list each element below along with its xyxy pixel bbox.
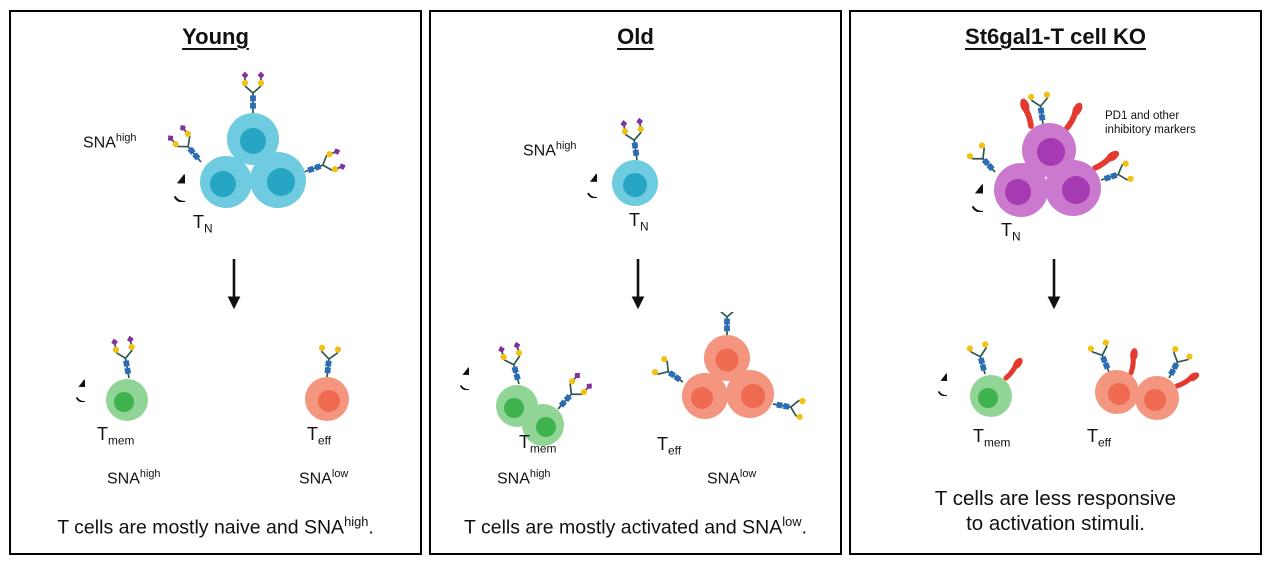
effector-t-cell-cluster — [1086, 337, 1219, 420]
panel-young: Young SNAhigh TN — [9, 10, 422, 555]
effector-t-cell — [704, 335, 750, 381]
tmem-label: Tmem — [519, 432, 557, 456]
self-renewal-arrow-icon — [59, 376, 85, 402]
memory-t-cell-figure — [965, 339, 1053, 417]
self-renewal-arrow-icon — [569, 170, 597, 198]
effector-t-cell — [682, 373, 728, 419]
effector-t-cell — [726, 370, 774, 418]
tn-label: TN — [1001, 220, 1021, 244]
asialo-glycan-icon — [715, 312, 739, 336]
pd1-marker-icon — [1093, 148, 1121, 171]
ko-naive-t-cell — [994, 163, 1048, 217]
memory-t-cell-figure — [106, 334, 148, 421]
tn-label: TN — [193, 212, 213, 236]
sna-high-label-mem: SNAhigh — [107, 468, 161, 488]
self-renewal-arrow-icon — [951, 180, 983, 212]
panel-title: St6gal1-T cell KO — [965, 24, 1146, 49]
asialo-glycan-icon — [965, 339, 997, 378]
sialylated-glycan-icon — [109, 334, 142, 381]
pd1-marker-icon — [1003, 356, 1024, 380]
naive-t-cell — [250, 152, 306, 208]
asialo-glycan-icon — [649, 353, 691, 392]
panel-old: Old SNAhigh TN T — [429, 10, 842, 555]
tmem-label: Tmem — [97, 424, 135, 448]
sialylated-glycan-icon — [240, 70, 266, 114]
sna-high-label-naive: SNAhigh — [83, 132, 137, 152]
asialo-glycan-icon — [315, 343, 343, 380]
naive-t-cell-cluster — [164, 70, 348, 208]
memory-t-cell — [106, 379, 148, 421]
effector-t-cell — [1135, 376, 1179, 420]
memory-t-cell-cluster — [496, 340, 596, 446]
teff-label: Teff — [657, 434, 681, 458]
self-renewal-arrow-icon — [153, 170, 185, 202]
teff-label: Teff — [1087, 426, 1111, 450]
effector-t-cell — [1095, 370, 1139, 414]
panel-title: Young — [182, 24, 249, 49]
sna-low-label-eff: SNAlow — [707, 468, 757, 488]
differentiation-arrow-icon — [1047, 259, 1061, 310]
sna-low-label-eff: SNAlow — [299, 468, 349, 488]
effector-t-cell — [305, 377, 349, 421]
memory-t-cell — [970, 375, 1012, 417]
panel-title: Old — [617, 24, 654, 49]
panel-caption: T cells are less responsive to activatio… — [934, 486, 1177, 536]
tn-label: TN — [629, 210, 649, 234]
pd1-marker-icon — [1128, 348, 1139, 374]
asialo-glycan-icon — [964, 140, 1005, 181]
ko-naive-t-cell — [1045, 160, 1101, 216]
naive-t-cell — [200, 156, 252, 208]
panel-caption: T cells are mostly activated and SNAlow. — [464, 513, 807, 539]
effector-t-cell-figure — [305, 343, 349, 421]
panel-st6gal1-ko: St6gal1-T cell KO PD1 and other inhibito… — [849, 10, 1262, 555]
self-renewal-arrow-icon — [921, 370, 947, 396]
sialylated-glycan-icon — [299, 146, 348, 184]
sialylated-glycan-icon — [164, 122, 211, 171]
pd1-marker-icon — [1064, 101, 1085, 130]
sialylated-glycan-icon — [619, 116, 650, 163]
naive-t-cell — [227, 113, 279, 165]
panel-caption: T cells are mostly naive and SNAhigh. — [57, 513, 374, 539]
teff-label: Teff — [307, 424, 331, 448]
tmem-label: Tmem — [973, 426, 1011, 450]
naive-t-cell-figure — [612, 116, 658, 206]
naive-t-cell — [612, 160, 658, 206]
ko-t-cell-cluster — [964, 90, 1136, 217]
sialylated-glycan-icon — [496, 340, 531, 388]
sna-high-label-mem: SNAhigh — [497, 468, 551, 488]
memory-t-cell — [522, 404, 564, 446]
sna-high-label-naive: SNAhigh — [523, 140, 577, 160]
pd1-annotation: PD1 and other inhibitory markers — [1105, 110, 1196, 136]
effector-t-cell-cluster — [649, 312, 807, 422]
asialo-glycan-icon — [770, 392, 807, 422]
differentiation-arrow-icon — [227, 259, 241, 310]
differentiation-arrow-icon — [631, 259, 645, 310]
self-renewal-arrow-icon — [443, 364, 469, 390]
pd1-marker-icon — [1175, 371, 1200, 390]
